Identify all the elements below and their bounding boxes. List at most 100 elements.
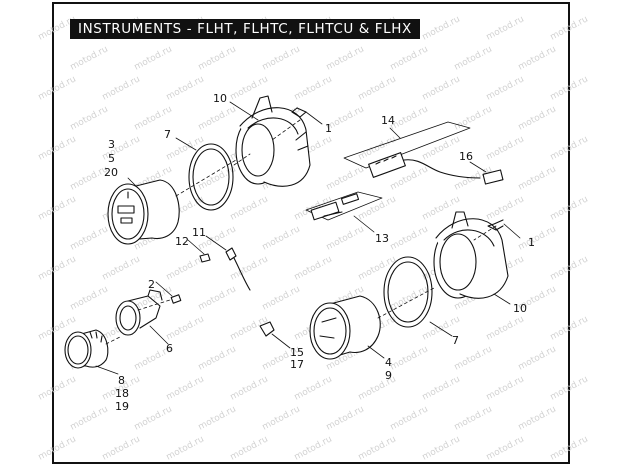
watermark-text: motod.ru: [485, 434, 526, 462]
watermark-text: motod.ru: [389, 344, 430, 372]
watermark-text: motod.ru: [517, 104, 558, 132]
watermark-text: motod.ru: [261, 404, 302, 432]
watermark-text: motod.ru: [229, 434, 270, 462]
watermark-text: motod.ru: [517, 164, 558, 192]
callout-12: 12: [175, 235, 189, 248]
watermark-text: motod.ru: [389, 284, 430, 312]
watermark-text: motod.ru: [293, 254, 334, 282]
watermark-text: motod.ru: [421, 74, 462, 102]
watermark-text: motod.ru: [165, 254, 206, 282]
watermark-text: motod.ru: [197, 284, 238, 312]
watermark-text: motod.ru: [485, 314, 526, 342]
watermark-text: motod.ru: [421, 374, 462, 402]
callout-10-upper: 10: [213, 92, 227, 105]
upper-gauge-ring: [188, 143, 234, 211]
callout-5: 5: [108, 152, 115, 165]
retaining-clip: [259, 321, 275, 337]
callout-4: 4: [385, 356, 392, 369]
callout-10-lower: 10: [513, 302, 527, 315]
watermark-text: motod.ru: [165, 434, 206, 462]
watermark-text: motod.ru: [389, 404, 430, 432]
lower-gauge-ring: [383, 256, 433, 328]
watermark-text: motod.ru: [293, 434, 334, 462]
watermark-text: motod.ru: [485, 14, 526, 42]
callout-15: 15: [290, 346, 304, 359]
watermark-text: motod.ru: [325, 404, 366, 432]
watermark-text: motod.ru: [421, 14, 462, 42]
lower-screw: [487, 219, 504, 231]
watermark-text: motod.ru: [261, 284, 302, 312]
watermark-text: motod.ru: [165, 374, 206, 402]
watermark-text: motod.ru: [357, 74, 398, 102]
callout-8: 8: [118, 374, 125, 387]
callout-11: 11: [192, 226, 206, 239]
watermark-text: motod.ru: [69, 104, 110, 132]
callout-16: 16: [459, 150, 473, 163]
watermark-text: motod.ru: [357, 194, 398, 222]
watermark-text: motod.ru: [229, 194, 270, 222]
watermark-text: motod.ru: [517, 344, 558, 372]
watermark-text: motod.ru: [357, 434, 398, 462]
watermark-text: motod.ru: [325, 44, 366, 72]
callout-labels: 10 1 7 3 5 20 14 16 13 1 11 12 2 6 10 7 …: [104, 92, 535, 413]
watermark-text: motod.ru: [133, 44, 174, 72]
watermark-text: motod.ru: [549, 434, 590, 462]
watermark-text: motod.ru: [453, 44, 494, 72]
watermark-text: motod.ru: [485, 374, 526, 402]
diagram-title: INSTRUMENTS - FLHT, FLHTC, FLHTCU & FLHX: [70, 19, 420, 39]
watermark-text: motod.ru: [101, 74, 142, 102]
watermark-text: motod.ru: [421, 434, 462, 462]
callout-7-upper: 7: [164, 128, 171, 141]
connector-harness: [343, 121, 504, 185]
watermark-text: motod.ru: [485, 134, 526, 162]
leader-lines: [95, 101, 521, 375]
watermark-text: motod.ru: [389, 224, 430, 252]
watermark-text: motod.ru: [37, 374, 78, 402]
watermark-text: motod.ru: [549, 374, 590, 402]
watermark-text: motod.ru: [549, 14, 590, 42]
watermark-text: motod.ru: [357, 254, 398, 282]
watermark-text: motod.ru: [37, 134, 78, 162]
watermark-text: motod.ru: [453, 404, 494, 432]
watermark-text: motod.ru: [325, 164, 366, 192]
alignment-lines: [105, 119, 497, 345]
watermark-text: motod.ru: [197, 104, 238, 132]
lamp-socket: [305, 191, 383, 221]
watermark-text: motod.ru: [37, 434, 78, 462]
callout-7-lower: 7: [452, 334, 459, 347]
watermark-text: motod.ru: [549, 74, 590, 102]
watermark-text: motod.ru: [37, 194, 78, 222]
upper-speedometer: [107, 179, 180, 245]
callout-6: 6: [166, 342, 173, 355]
watermark-text: motod.ru: [101, 434, 142, 462]
watermark-text: motod.ru: [517, 404, 558, 432]
watermark-text: motod.ru: [133, 404, 174, 432]
watermark-text: motod.ru: [229, 374, 270, 402]
watermark-text: motod.ru: [165, 74, 206, 102]
watermark-text: motod.ru: [549, 194, 590, 222]
watermark-text: motod.ru: [261, 224, 302, 252]
watermark-text: motod.ru: [229, 74, 270, 102]
watermark-text: motod.ru: [197, 44, 238, 72]
watermark-text: motod.ru: [69, 224, 110, 252]
watermark-text: motod.ru: [101, 134, 142, 162]
watermark-text: motod.ru: [517, 224, 558, 252]
watermark-text: motod.ru: [37, 254, 78, 282]
callout-9: 9: [385, 369, 392, 382]
callout-2: 2: [148, 278, 155, 291]
watermark-text: motod.ru: [261, 44, 302, 72]
watermark-text: motod.ru: [37, 74, 78, 102]
watermark-text: motod.ru: [293, 74, 334, 102]
callout-1-lower: 1: [528, 236, 535, 249]
callout-17: 17: [290, 358, 304, 371]
small-gauge: [64, 329, 109, 369]
watermark-text: motod.ru: [325, 224, 366, 252]
watermark-text: motod.ru: [197, 344, 238, 372]
callout-14: 14: [381, 114, 395, 127]
callout-19: 19: [115, 400, 129, 413]
watermark-text: motod.ru: [485, 194, 526, 222]
watermark-text: motod.ru: [549, 254, 590, 282]
callout-18: 18: [115, 387, 129, 400]
upper-screw: [291, 107, 307, 118]
